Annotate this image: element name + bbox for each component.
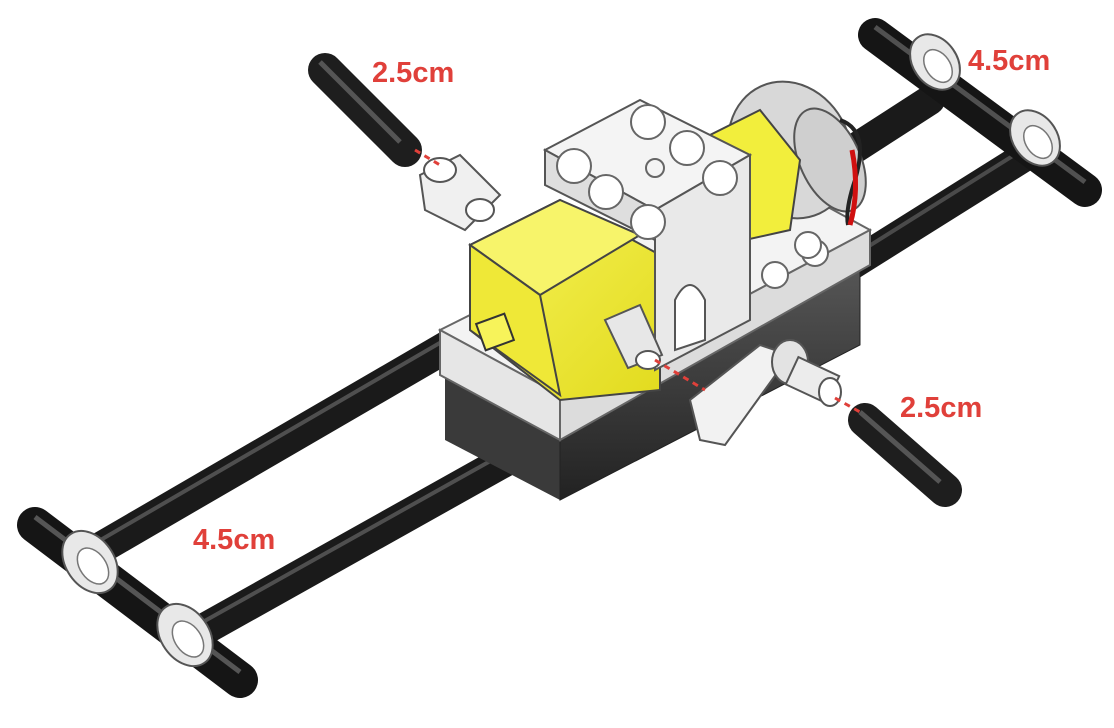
axle-rod [64, 329, 466, 576]
pin-right [848, 403, 962, 507]
pin-connector [418, 153, 502, 232]
gear-holes [556, 104, 738, 240]
assembly-guide-line [414, 148, 441, 167]
label-axle-top-right: 4.5cm [968, 45, 1050, 77]
pin-top-left [308, 53, 422, 167]
bushing [1009, 109, 1061, 167]
motor-tab [474, 312, 516, 352]
assembly-guide-line [654, 358, 706, 392]
output-shaft [603, 303, 664, 370]
crank-arm [688, 339, 842, 447]
bushing [61, 529, 119, 595]
bushing [156, 602, 214, 668]
assembly-guide-line [834, 396, 861, 414]
bushing [909, 33, 961, 91]
front-axle-assembly [17, 329, 576, 698]
label-axle-bottom-left: 4.5cm [193, 524, 275, 556]
wire [847, 149, 859, 226]
gear-housing [542, 98, 753, 372]
shaft-slot [674, 284, 706, 352]
label-pin-top-left: 2.5cm [372, 57, 454, 89]
label-pin-right: 2.5cm [900, 392, 982, 424]
